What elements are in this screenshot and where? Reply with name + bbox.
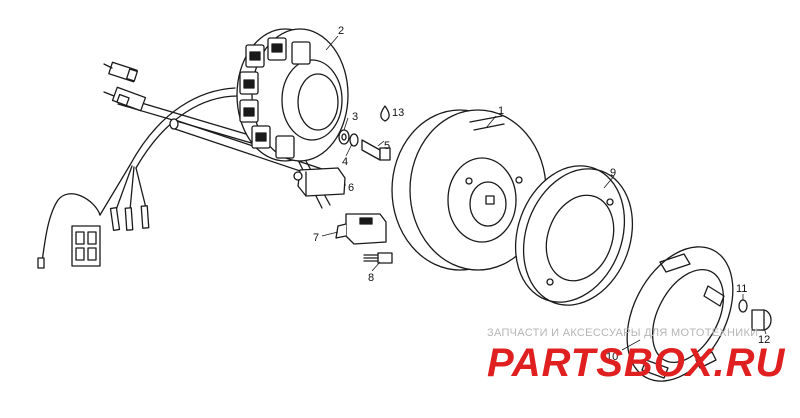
callout-12: 12 — [758, 334, 770, 346]
callout-9: 9 — [610, 167, 616, 179]
callout-7: 7 — [313, 232, 319, 244]
bolt-8 — [363, 252, 393, 264]
callout-10: 10 — [606, 351, 618, 363]
watermark-brand: PARTSBOX.RU — [487, 341, 786, 385]
bolt-5 — [361, 139, 391, 161]
callout-1: 1 — [498, 105, 504, 117]
callout-3: 3 — [352, 111, 358, 123]
stator-coils — [239, 37, 311, 159]
cover-ring-9 — [514, 165, 634, 306]
leader-lines — [321, 35, 767, 351]
pickup-bracket — [335, 213, 387, 245]
middle-connector — [103, 86, 147, 112]
watermark: ЗАПЧАСТИ И АКСЕССУАРЫ ДЛЯ МОТОТЕХНИКИ PA… — [487, 327, 786, 385]
plug-connector — [71, 225, 101, 267]
washer-3 — [338, 129, 350, 145]
threadlocker-drop-13 — [380, 105, 390, 122]
callout-5: 5 — [384, 140, 390, 152]
flywheel-rotor — [391, 109, 547, 271]
stator-assembly — [236, 28, 349, 162]
watermark-caption: ЗАПЧАСТИ И АКСЕССУАРЫ ДЛЯ МОТОТЕХНИКИ — [487, 327, 758, 339]
pickup-sensor — [293, 167, 346, 197]
washer-4 — [349, 133, 359, 147]
screw-12 — [751, 309, 772, 331]
callout-8: 8 — [368, 272, 374, 284]
callout-13: 13 — [392, 107, 404, 119]
callout-11: 11 — [736, 283, 747, 295]
cover-10 — [626, 246, 734, 382]
callout-6: 6 — [348, 182, 354, 194]
upper-connector — [103, 61, 138, 83]
callout-2: 2 — [338, 25, 344, 37]
wiring-harness — [37, 61, 341, 269]
callout-labels: 1 2 3 4 5 6 7 8 9 10 11 12 13 — [313, 25, 770, 363]
callout-4: 4 — [342, 156, 348, 168]
washer-11 — [738, 299, 748, 313]
